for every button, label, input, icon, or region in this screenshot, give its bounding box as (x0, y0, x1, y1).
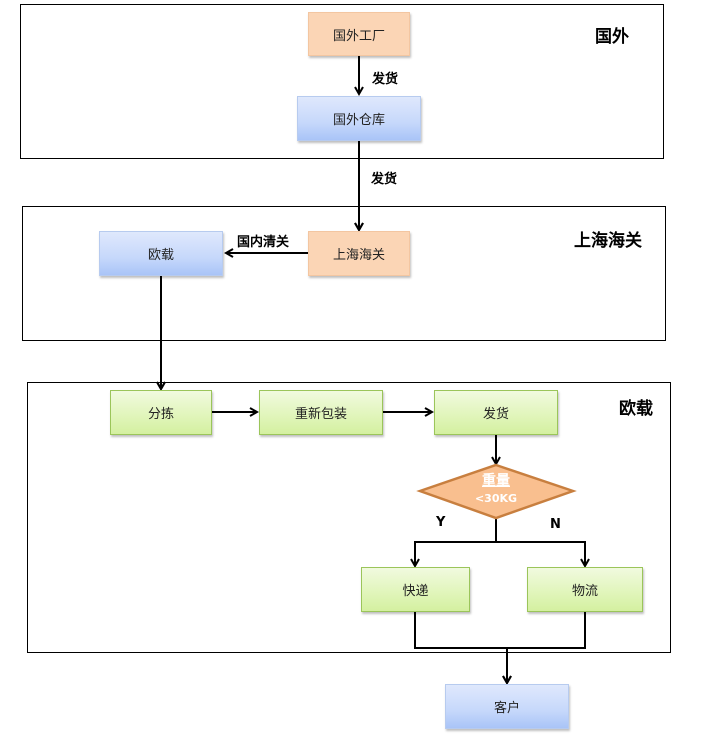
node-shanghai-customs[interactable]: 上海海关 (308, 231, 410, 276)
edge-label-customs-ouzai: 国内清关 (237, 235, 290, 250)
edge-label-warehouse-customs: 发货 (371, 172, 398, 187)
edge-label-factory-warehouse: 发货 (372, 72, 399, 87)
panel-overseas: 国外 (20, 4, 664, 159)
decision-condition: <30KG (474, 492, 518, 505)
edge-express-merge (414, 612, 507, 649)
panel-ouzai: 欧载 (27, 382, 671, 653)
node-label: 物流 (571, 584, 598, 599)
node-label: 发货 (482, 407, 509, 422)
node-ouzai[interactable]: 欧载 (99, 231, 223, 276)
node-sorting[interactable]: 分拣 (110, 390, 212, 435)
decision-title: 重量 (482, 473, 510, 489)
node-customer[interactable]: 客户 (445, 684, 569, 729)
node-logistics[interactable]: 物流 (527, 567, 643, 612)
node-label: 分拣 (147, 407, 174, 422)
node-overseas-factory[interactable]: 国外工厂 (308, 12, 410, 56)
decision-yes-label: Y (436, 515, 446, 530)
panel-title-shanghai-customs: 上海海关 (574, 231, 642, 251)
panel-title-overseas: 国外 (595, 27, 629, 47)
decision-no-label: N (550, 517, 561, 532)
node-label: 国外工厂 (332, 28, 385, 44)
node-label: 国外仓库 (332, 113, 385, 128)
node-label: 重新包装 (294, 407, 347, 422)
panel-title-ouzai: 欧载 (619, 399, 653, 419)
node-express[interactable]: 快递 (361, 567, 470, 612)
node-label: 欧载 (147, 248, 174, 263)
edge-decision-yes (415, 541, 496, 566)
node-label: 上海海关 (332, 248, 385, 263)
node-shipping[interactable]: 发货 (434, 390, 558, 435)
edge-decision-no (496, 541, 585, 566)
node-repacking[interactable]: 重新包装 (259, 390, 383, 435)
edge-logistics-merge (507, 612, 586, 649)
node-label: 快递 (402, 584, 429, 599)
node-label: 客户 (493, 701, 520, 716)
decision-diamond (416, 463, 577, 520)
node-overseas-warehouse[interactable]: 国外仓库 (297, 96, 421, 141)
panel-shanghai-customs: 上海海关 (22, 206, 666, 341)
